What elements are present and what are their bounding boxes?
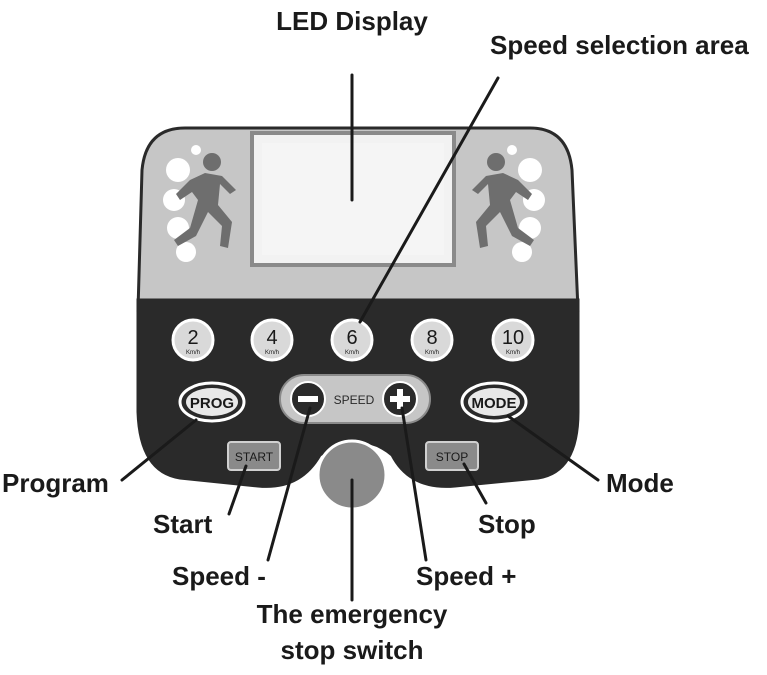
callout-emergency-line1: The emergency (256, 599, 448, 629)
leader-speed-selection (358, 76, 500, 324)
prog-label: PROG (190, 395, 234, 412)
leader-start (227, 464, 248, 516)
callout-program: Program (2, 468, 109, 498)
speed-button-value: 4 (266, 327, 277, 349)
callout-leader-lines (120, 73, 600, 602)
start-label: START (235, 450, 274, 464)
speed-button-value: 2 (187, 327, 198, 349)
plus-icon (390, 389, 410, 409)
leader-stop (462, 462, 488, 505)
speed-button-unit: Km/h (425, 350, 439, 356)
callout-speed-minus: Speed - (172, 561, 266, 591)
speed-button-unit: Km/h (186, 350, 200, 356)
callout-speed-plus: Speed + (416, 561, 517, 591)
stop-label: STOP (436, 450, 468, 464)
speed-control: SPEED (279, 374, 431, 424)
callout-stop: Stop (478, 509, 536, 539)
callout-emergency-line2: stop switch (280, 635, 424, 665)
leader-program (120, 418, 198, 482)
speed-button-value: 10 (502, 327, 524, 349)
speed-button-8[interactable]: 8Km/h (410, 318, 454, 362)
speed-label: SPEED (334, 393, 375, 407)
speed-button-2[interactable]: 2Km/h (171, 318, 215, 362)
speed-button-value: 6 (346, 327, 357, 349)
mode-label: MODE (472, 395, 517, 412)
start-button[interactable]: START (227, 441, 281, 471)
prog-button[interactable]: PROG (178, 381, 246, 423)
callout-led-display: LED Display (276, 6, 428, 36)
speed-button-unit: Km/h (345, 350, 359, 356)
leader-speed-minus (266, 406, 312, 562)
callout-speed-selection-area: Speed selection area (490, 30, 749, 60)
minus-icon (298, 396, 318, 402)
speed-button-4[interactable]: 4Km/h (250, 318, 294, 362)
right-decoration (507, 145, 545, 262)
runner-icon (472, 153, 534, 248)
callout-mode: Mode (606, 468, 674, 498)
speed-button-6[interactable]: 6Km/h (330, 318, 374, 362)
callout-start: Start (153, 509, 213, 539)
speed-button-unit: Km/h (265, 350, 279, 356)
speed-button-unit: Km/h (506, 350, 520, 356)
speed-button-value: 8 (426, 327, 437, 349)
stop-button[interactable]: STOP (425, 441, 479, 471)
runner-icon (174, 153, 236, 248)
leader-speed-plus (400, 406, 428, 562)
mode-button[interactable]: MODE (460, 381, 528, 423)
leader-mode (506, 414, 600, 482)
